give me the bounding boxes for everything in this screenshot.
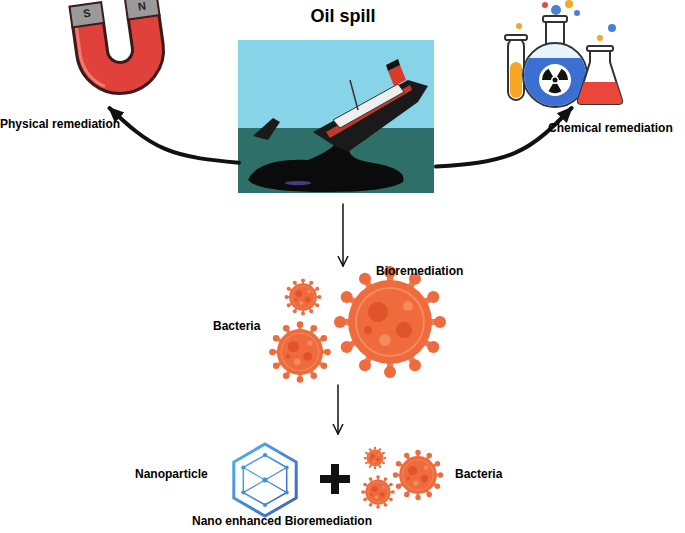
magnet-icon xyxy=(69,0,168,90)
node-label: Nano enhanced Bioremediation xyxy=(192,514,372,528)
erlenmeyer-flask xyxy=(578,50,622,104)
node-label: Physical remediation xyxy=(0,117,120,131)
radiation-symbol xyxy=(542,69,568,93)
wreck-piece xyxy=(253,118,280,140)
node-label: Bacteria xyxy=(455,467,502,481)
oil-sheen xyxy=(285,181,311,185)
test-tube xyxy=(508,38,524,100)
flow-arrow xyxy=(337,385,339,434)
flow-arrow xyxy=(436,108,572,167)
illustration-node: Physical remediation xyxy=(60,0,175,108)
bacterium xyxy=(364,447,386,469)
nanoparticle-hexagon xyxy=(234,444,296,516)
node-label: Chemical remediation xyxy=(548,121,673,135)
bacterium xyxy=(285,279,322,316)
oil-slick xyxy=(248,140,404,192)
ship-deck xyxy=(333,84,404,128)
node-label: Bacteria xyxy=(213,319,260,333)
lattice-lines xyxy=(243,455,286,505)
flask-rim xyxy=(543,16,567,22)
illustration-node: Oil spill xyxy=(243,0,443,196)
node-label: Bioremediation xyxy=(376,264,463,278)
bubbles xyxy=(516,0,616,41)
flow-arrow xyxy=(342,204,344,266)
ship-mast xyxy=(350,80,358,110)
test-tube-rim xyxy=(505,35,527,40)
illustration-node: BioremediationBacteria xyxy=(198,262,478,380)
pole-letter: S xyxy=(79,6,95,21)
magnet-highlight xyxy=(76,25,104,89)
test-tube-liquid xyxy=(510,62,522,98)
flask-liquid xyxy=(520,58,590,118)
scene-heading: Oil spill xyxy=(243,6,443,26)
bacteria-cluster xyxy=(269,266,446,383)
pole-letter: N xyxy=(134,0,150,14)
node-label: Nanoparticle xyxy=(135,467,208,481)
magnet-body xyxy=(88,16,152,81)
plus-sign xyxy=(320,464,350,494)
magnet-pole xyxy=(125,0,160,20)
magnet-pole xyxy=(69,2,104,27)
illustration-node: Chemical remediation xyxy=(500,0,630,108)
ship-hull xyxy=(313,80,428,152)
bacterium xyxy=(361,475,395,509)
erlenmeyer-rim xyxy=(587,46,613,51)
nanoparticle-lattice xyxy=(243,455,286,505)
erlenmeyer-liquid xyxy=(578,82,622,104)
illustration-node: Nanoparticle BacteriaNano enhanced Biorem… xyxy=(130,436,515,533)
oil-spill-scene xyxy=(238,40,434,193)
nanoparticle-icon xyxy=(234,444,296,516)
flow-arrow xyxy=(109,108,239,163)
bacterium xyxy=(269,321,331,383)
bacteria-small xyxy=(361,447,443,509)
lattice-nodes xyxy=(241,453,288,507)
bacterium xyxy=(393,450,443,500)
bacterium xyxy=(334,266,446,378)
funnel-top xyxy=(386,59,400,71)
magnet-outline xyxy=(88,16,152,81)
chemistry-icon xyxy=(505,0,622,118)
hull-stripe xyxy=(326,85,412,138)
radiation-disk xyxy=(539,64,571,96)
